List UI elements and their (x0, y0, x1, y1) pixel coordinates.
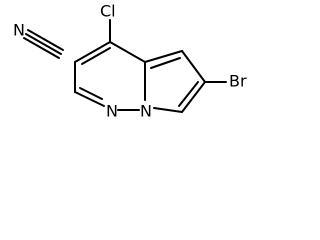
pyridazine-nitrogen-label: N (106, 102, 118, 121)
bond-c5-c6 (181, 50, 206, 83)
bond-c4-c4a (109, 41, 146, 63)
bond-group (23, 19, 227, 113)
bond-n1-c2 (74, 91, 105, 107)
nitrile-triple-bond-2 (23, 37, 60, 59)
bond-c3-c4 (74, 41, 111, 63)
bridge-nitrogen-label: N (140, 102, 152, 121)
nitrile-triple-bond-1 (25, 33, 62, 55)
bond-c4a-c5-double (150, 57, 181, 69)
bond-c4a-c5 (144, 50, 183, 63)
bond-c6-c7 (181, 81, 206, 113)
nitrile-triple-bond-3 (27, 29, 64, 51)
bond-c3-c4-double (81, 47, 111, 65)
bromine-label: Br (229, 72, 247, 91)
bond-c7-n7 (153, 107, 183, 113)
bond-c6-c7-double (178, 81, 199, 107)
nitrile-nitrogen-label: N (13, 21, 25, 40)
chemical-structure: N Cl Br N N (13, 2, 247, 121)
bond-n1-c2-double (79, 87, 103, 100)
chlorine-label: Cl (100, 2, 116, 21)
